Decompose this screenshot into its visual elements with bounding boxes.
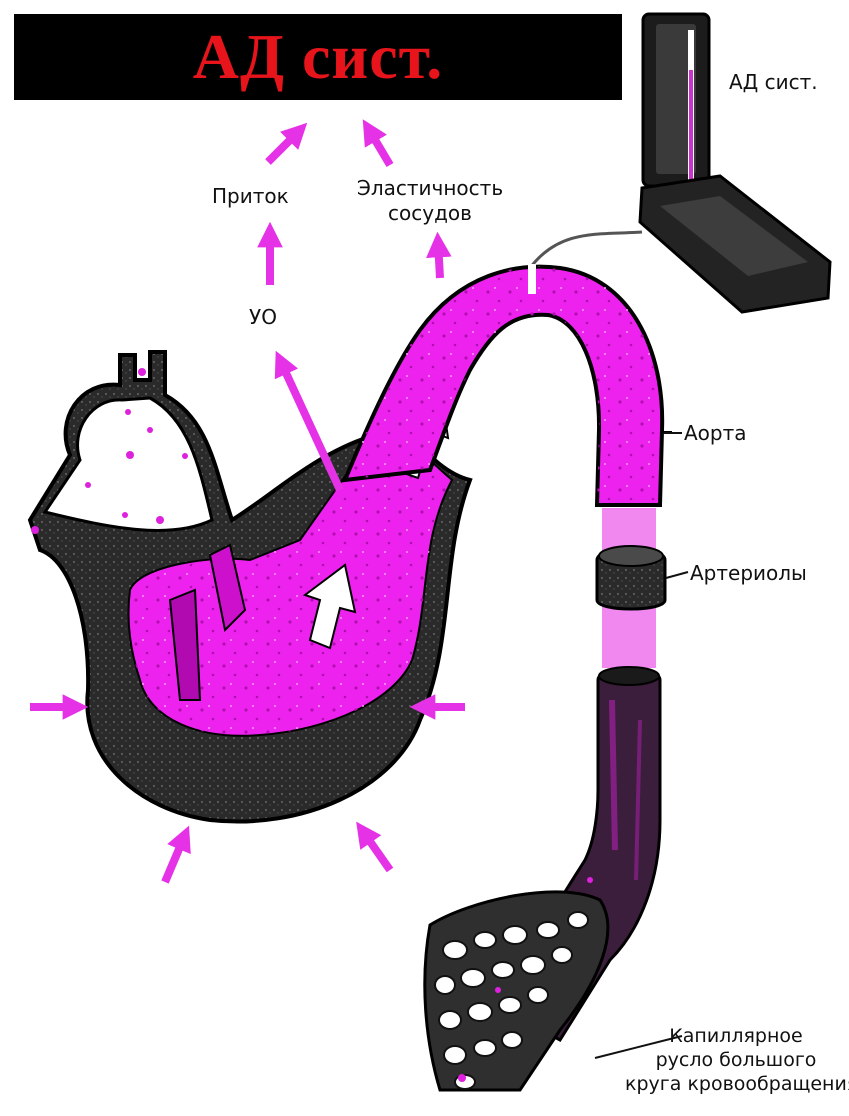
stroke-volume-label: УО: [249, 305, 277, 330]
capillary-label-line3: круга кровообращения: [625, 1073, 847, 1097]
capillary-label-line1: Капиллярное: [625, 1025, 847, 1049]
monitor-label: АД сист.: [729, 70, 818, 95]
arteriole-segment: [597, 546, 665, 609]
capillary-network: [425, 877, 608, 1090]
inflow-label: Приток: [212, 184, 289, 209]
capillary-label-line2: русло большого: [625, 1049, 847, 1073]
pressure-monitor-icon: [530, 14, 830, 312]
elasticity-label-line2: сосудов: [340, 201, 520, 226]
elasticity-label-line1: Эластичность: [340, 176, 520, 201]
aorta-vessel: [345, 264, 672, 505]
arterioles-label: Артериолы: [690, 561, 807, 586]
elasticity-label: Эластичность сосудов: [340, 176, 520, 226]
aorta-label: Аорта: [684, 421, 747, 446]
capillary-label: Капиллярное русло большого круга кровооб…: [625, 1025, 847, 1096]
